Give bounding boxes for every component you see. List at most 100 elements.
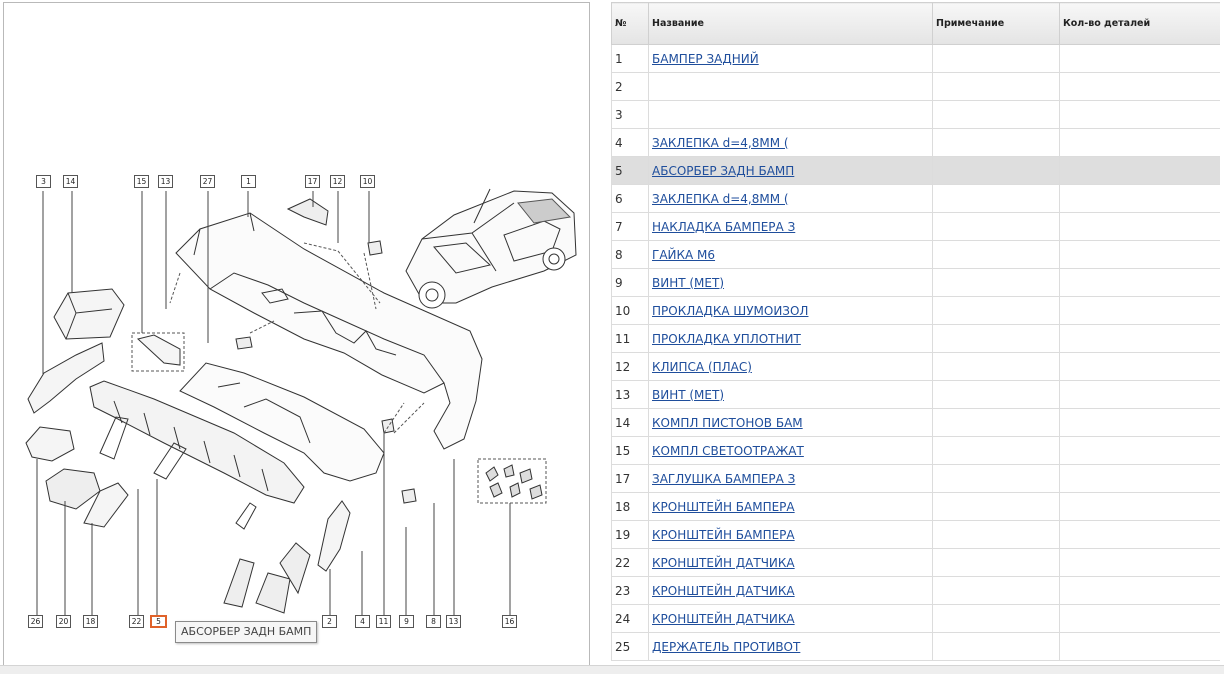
table-header-row: № Название Примечание Кол-во деталей — [611, 2, 1220, 45]
row-quantity — [1059, 44, 1220, 73]
part-name-link[interactable]: КЛИПСА (ПЛАС) — [652, 359, 752, 374]
row-name-cell: КОМПЛ ПИСТОНОВ БАМ — [648, 408, 933, 437]
row-quantity — [1059, 296, 1220, 325]
part-name-link[interactable]: КРОНШТЕЙН ДАТЧИКА — [652, 611, 795, 626]
callout-16[interactable]: 16 — [502, 615, 517, 628]
clip-set — [485, 464, 543, 500]
part-name-link[interactable]: КРОНШТЕЙН ДАТЧИКА — [652, 555, 795, 570]
callout-17[interactable]: 17 — [305, 175, 320, 188]
part-name-link[interactable]: КОМПЛ СВЕТООТРАЖАТ — [652, 443, 804, 458]
row-note — [932, 632, 1060, 661]
row-number: 13 — [611, 380, 649, 409]
row-note — [932, 268, 1060, 297]
part-name-link[interactable]: ГАЙКА М6 — [652, 247, 716, 262]
row-number: 2 — [611, 72, 649, 101]
callout-20[interactable]: 20 — [56, 615, 71, 628]
row-quantity — [1059, 128, 1220, 157]
part-name-link[interactable]: КРОНШТЕЙН БАМПЕРА — [652, 527, 795, 542]
callout-10[interactable]: 10 — [360, 175, 375, 188]
row-number: 24 — [611, 604, 649, 633]
part-name-link[interactable]: КРОНШТЕЙН БАМПЕРА — [652, 499, 795, 514]
part-name-link[interactable]: ВИНТ (МЕТ) — [652, 387, 725, 402]
row-number: 1 — [611, 44, 649, 73]
table-row[interactable]: 3 — [611, 100, 1220, 129]
callout-14[interactable]: 14 — [63, 175, 78, 188]
row-name-cell: ПРОКЛАДКА УПЛОТНИТ — [648, 324, 933, 353]
header-quantity[interactable]: Кол-во деталей — [1059, 2, 1220, 45]
exploded-parts-diagram[interactable] — [4, 3, 589, 665]
header-number[interactable]: № — [611, 2, 649, 45]
header-note[interactable]: Примечание — [932, 2, 1060, 45]
part-name-link[interactable]: КОМПЛ ПИСТОНОВ БАМ — [652, 415, 803, 430]
callout-27[interactable]: 27 — [200, 175, 215, 188]
bumper-absorber — [89, 380, 305, 504]
row-name-cell — [648, 100, 933, 129]
callout-12[interactable]: 12 — [330, 175, 345, 188]
header-name[interactable]: Название — [648, 2, 933, 45]
callout-5[interactable]: 5 — [150, 615, 167, 628]
part-name-link[interactable]: ЗАКЛЕПКА d=4,8ММ ( — [652, 135, 789, 150]
callout-13[interactable]: 13 — [158, 175, 173, 188]
row-name-cell: КРОНШТЕЙН БАМПЕРА — [648, 492, 933, 521]
part-name-link[interactable]: КРОНШТЕЙН ДАТЧИКА — [652, 583, 795, 598]
horizontal-scrollbar[interactable] — [0, 665, 1224, 674]
part-name-link[interactable]: НАКЛАДКА БАМПЕРА З — [652, 219, 796, 234]
callout-3[interactable]: 3 — [36, 175, 51, 188]
row-quantity — [1059, 604, 1220, 633]
row-number: 23 — [611, 576, 649, 605]
row-number: 22 — [611, 548, 649, 577]
callout-8[interactable]: 8 — [426, 615, 441, 628]
callout-26[interactable]: 26 — [28, 615, 43, 628]
callout-1[interactable]: 1 — [241, 175, 256, 188]
row-note — [932, 156, 1060, 185]
part-name-link[interactable]: БАМПЕР ЗАДНИЙ — [652, 51, 759, 66]
row-number: 9 — [611, 268, 649, 297]
part-name-link[interactable]: ЗАКЛЕПКА d=4,8ММ ( — [652, 191, 789, 206]
callout-18[interactable]: 18 — [83, 615, 98, 628]
row-note — [932, 44, 1060, 73]
part-name-link[interactable]: ВИНТ (МЕТ) — [652, 275, 725, 290]
part-name-link[interactable]: ПРОКЛАДКА УПЛОТНИТ — [652, 331, 801, 346]
row-name-cell: АБСОРБЕР ЗАДН БАМП — [648, 156, 933, 185]
row-number: 12 — [611, 352, 649, 381]
callout-11[interactable]: 11 — [376, 615, 391, 628]
row-number: 6 — [611, 184, 649, 213]
callout-13-bottom[interactable]: 13 — [446, 615, 461, 628]
row-note — [932, 380, 1060, 409]
callout-2[interactable]: 2 — [322, 615, 337, 628]
row-name-cell — [648, 72, 933, 101]
table-row[interactable]: 2 — [611, 72, 1220, 101]
callout-15[interactable]: 15 — [134, 175, 149, 188]
part-name-link[interactable]: АБСОРБЕР ЗАДН БАМП — [652, 163, 795, 178]
row-quantity — [1059, 576, 1220, 605]
callout-22[interactable]: 22 — [129, 615, 144, 628]
callout-4[interactable]: 4 — [355, 615, 370, 628]
row-note — [932, 436, 1060, 465]
part-name-link[interactable]: ПРОКЛАДКА ШУМОИЗОЛ — [652, 303, 809, 318]
part-name-link[interactable]: ЗАГЛУШКА БАМПЕРА З — [652, 471, 796, 486]
part-name-link[interactable]: ДЕРЖАТЕЛЬ ПРОТИВОТ — [652, 639, 801, 654]
callout-9[interactable]: 9 — [399, 615, 414, 628]
